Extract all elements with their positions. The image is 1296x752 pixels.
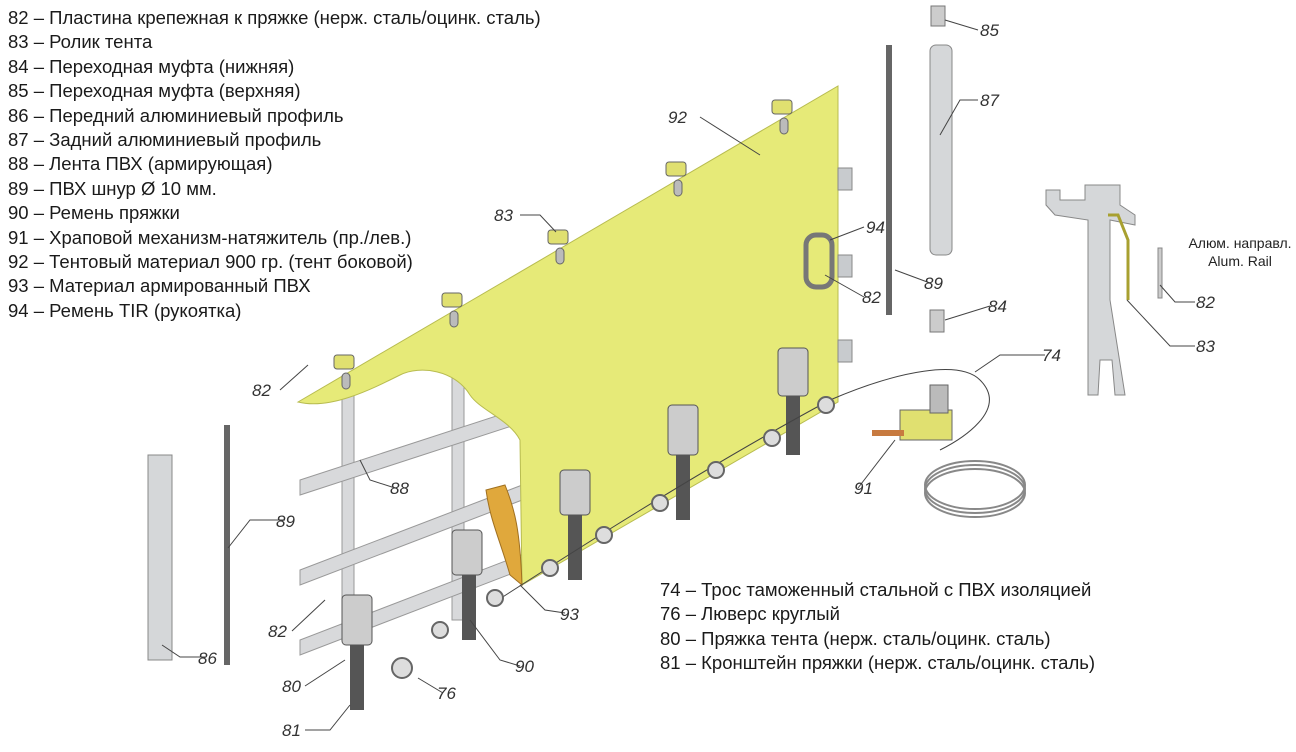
callout-86: 86 <box>198 649 217 668</box>
legend-item: 90 – Ремень пряжки <box>8 202 180 224</box>
callout-83: 83 <box>494 206 513 225</box>
callout-84: 84 <box>988 297 1007 316</box>
aluminium-rail-section <box>1045 184 1163 396</box>
pvc-cord-right <box>886 45 892 315</box>
callout-82-rail: 82 <box>1196 293 1215 312</box>
side-tarp-panel <box>296 85 839 586</box>
callout-90: 90 <box>515 657 534 676</box>
callout-89: 89 <box>924 274 943 293</box>
legend-item: 89 – ПВХ шнур Ø 10 мм. <box>8 177 217 199</box>
legend-item: 88 – Лента ПВХ (армирующая) <box>8 153 273 175</box>
callout-89: 89 <box>276 512 295 531</box>
legend-item: 74 – Трос таможенный стальной с ПВХ изол… <box>660 579 1092 600</box>
callout-82: 82 <box>862 288 881 307</box>
pvc-cord-left <box>224 425 230 665</box>
legend-item: 76 – Люверс круглый <box>660 603 840 625</box>
callout-83-rail: 83 <box>1196 337 1215 356</box>
tarp-rollers <box>333 99 793 390</box>
upper-coupling <box>930 5 946 27</box>
callout-91: 91 <box>854 479 873 498</box>
front-aluminium-profile <box>147 454 173 661</box>
rail-label-en: Alum. Rail <box>1208 253 1272 269</box>
legend-item: 80 – Пряжка тента (нерж. сталь/оцинк. ст… <box>660 627 1051 649</box>
tir-strap-handle <box>803 232 835 290</box>
callout-94: 94 <box>866 218 885 237</box>
callout-74: 74 <box>1042 346 1061 365</box>
callout-76: 76 <box>437 684 456 703</box>
legend-item: 92 – Тентовый материал 900 гр. (тент бок… <box>8 251 413 273</box>
parts-legend-top: 82 – Пластина крепежная к пряжке (нерж. … <box>8 6 541 323</box>
callout-85: 85 <box>980 21 999 40</box>
legend-item: 81 – Кронштейн пряжки (нерж. сталь/оцинк… <box>660 652 1096 674</box>
cable-coil <box>924 460 1026 518</box>
legend-item: 91 – Храповой механизм-натяжитель (пр./л… <box>8 226 412 248</box>
callout-80: 80 <box>282 677 301 696</box>
lower-coupling <box>929 309 945 333</box>
eyelets <box>391 396 835 679</box>
callout-87: 87 <box>980 91 999 110</box>
callout-82: 82 <box>268 622 287 641</box>
leader-lines <box>161 19 1195 731</box>
legend-item: 82 – Пластина крепежная к пряжке (нерж. … <box>8 7 541 28</box>
legend-item: 94 – Ремень TIR (рукоятка) <box>8 299 242 321</box>
ratchet-tensioner <box>872 384 953 441</box>
callout-93: 93 <box>560 605 579 624</box>
parts-legend-bottom: 74 – Трос таможенный стальной с ПВХ изол… <box>660 578 1095 676</box>
legend-item: 93 – Материал армированный ПВХ <box>8 275 311 297</box>
rear-aluminium-profile <box>929 44 953 256</box>
callout-81: 81 <box>282 721 301 740</box>
legend-item: 84 – Переходная муфта (нижняя) <box>8 55 295 77</box>
rail-label-ru: Алюм. направл. <box>1188 235 1291 251</box>
legend-item: 87 – Задний алюминиевый профиль <box>8 129 322 151</box>
legend-item: 85 – Переходная муфта (верхняя) <box>8 80 301 102</box>
legend-item: 86 – Передний алюминиевый профиль <box>8 104 344 126</box>
callout-82: 82 <box>252 381 271 400</box>
callout-92: 92 <box>668 108 687 127</box>
buckles-and-straps <box>341 347 809 710</box>
legend-item: 83 – Ролик тента <box>8 31 153 53</box>
callout-88: 88 <box>390 479 409 498</box>
